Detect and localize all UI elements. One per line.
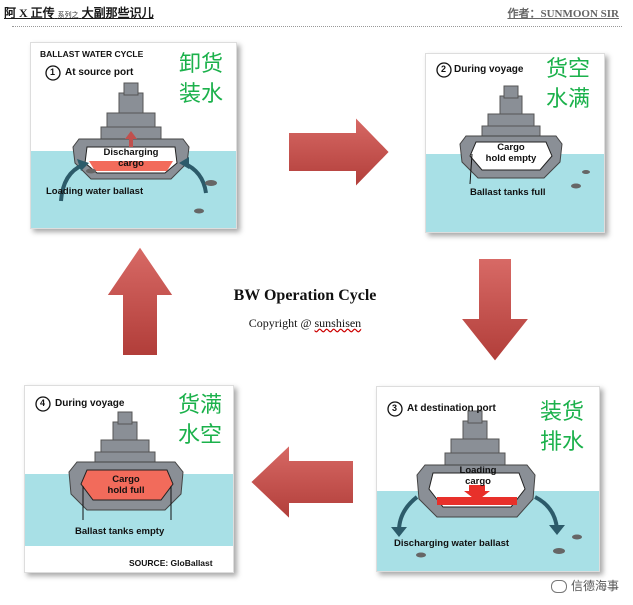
arrow-left bbox=[248, 441, 355, 523]
chinese-label-2: 水空 bbox=[178, 423, 223, 448]
ship-illustration bbox=[25, 396, 233, 546]
header-bar bbox=[12, 6, 622, 27]
step-number: 2 bbox=[441, 64, 447, 74]
chinese-label-1: 装货 bbox=[540, 400, 585, 425]
ballast-label: Ballast tanks full bbox=[470, 187, 546, 198]
author-credit: 作者：SUNMOON SIR bbox=[507, 8, 619, 20]
wechat-icon bbox=[550, 580, 567, 594]
step-number: 1 bbox=[50, 67, 56, 77]
panel-title: During voyage bbox=[454, 64, 524, 75]
panel-heading: BALLAST WATER CYCLE bbox=[40, 49, 144, 59]
ship-illustration bbox=[426, 62, 604, 232]
step-number: 4 bbox=[40, 398, 46, 408]
diagram-title: BW Operation Cycle bbox=[233, 287, 377, 304]
chinese-label-2: 排水 bbox=[540, 430, 585, 455]
arrow-down bbox=[457, 257, 533, 364]
step-number: 3 bbox=[392, 403, 398, 413]
chinese-label-1: 货空 bbox=[546, 57, 591, 82]
copyright-line: Copyright @ sunshisen bbox=[248, 316, 362, 330]
source-credit: SOURCE: GloBallast bbox=[129, 558, 213, 568]
arrow-up bbox=[104, 244, 176, 357]
panel-source-port: BALLAST WATER CYCLE 1 At source port 卸货 … bbox=[30, 42, 237, 229]
chinese-label-2: 装水 bbox=[179, 82, 224, 107]
panel-title: At source port bbox=[65, 67, 134, 78]
article-series-title: 阿 X 正传 系列之 大副那些识儿 bbox=[4, 6, 154, 20]
chinese-label-1: 货满 bbox=[178, 393, 223, 418]
panel-title: During voyage bbox=[55, 398, 125, 409]
arrow-right bbox=[287, 113, 392, 191]
panel-title: At destination port bbox=[407, 403, 496, 414]
chinese-label-1: 卸货 bbox=[179, 52, 224, 77]
watermark: 信德海事 bbox=[550, 577, 619, 594]
ballast-label: Loading water ballast bbox=[46, 186, 144, 197]
ballast-label: Discharging water ballast bbox=[394, 538, 510, 549]
ballast-label: Ballast tanks empty bbox=[75, 526, 165, 537]
chinese-label-2: 水满 bbox=[546, 87, 591, 112]
ship-illustration bbox=[31, 65, 236, 228]
ship-illustration bbox=[377, 401, 599, 571]
